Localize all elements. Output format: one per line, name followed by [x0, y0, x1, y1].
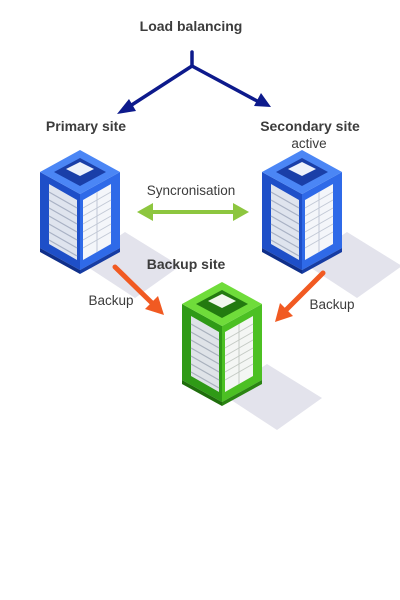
- primary-server-icon: [39, 149, 181, 299]
- secondary-site-label: Secondary site: [260, 118, 360, 134]
- sync-label: Syncronisation: [147, 183, 236, 198]
- sync-double-arrow: [137, 203, 249, 221]
- backup-site-label: Backup site: [147, 256, 226, 272]
- load-balancing-arrowhead-left: [117, 99, 136, 114]
- secondary-server-icon: [261, 149, 400, 299]
- backup-server-icon: [181, 281, 323, 431]
- load-balancing-arrowhead-right: [254, 93, 271, 107]
- backup-right-label: Backup: [309, 297, 354, 312]
- load-balancing-arrow: [125, 50, 261, 110]
- backup-arrow-left: [112, 264, 164, 315]
- backup-left-label: Backup: [88, 293, 133, 308]
- diagram-title: Load balancing: [140, 18, 243, 34]
- backup-arrow-right: [275, 270, 326, 322]
- primary-site-label: Primary site: [46, 118, 126, 134]
- secondary-status-label: active: [291, 136, 326, 151]
